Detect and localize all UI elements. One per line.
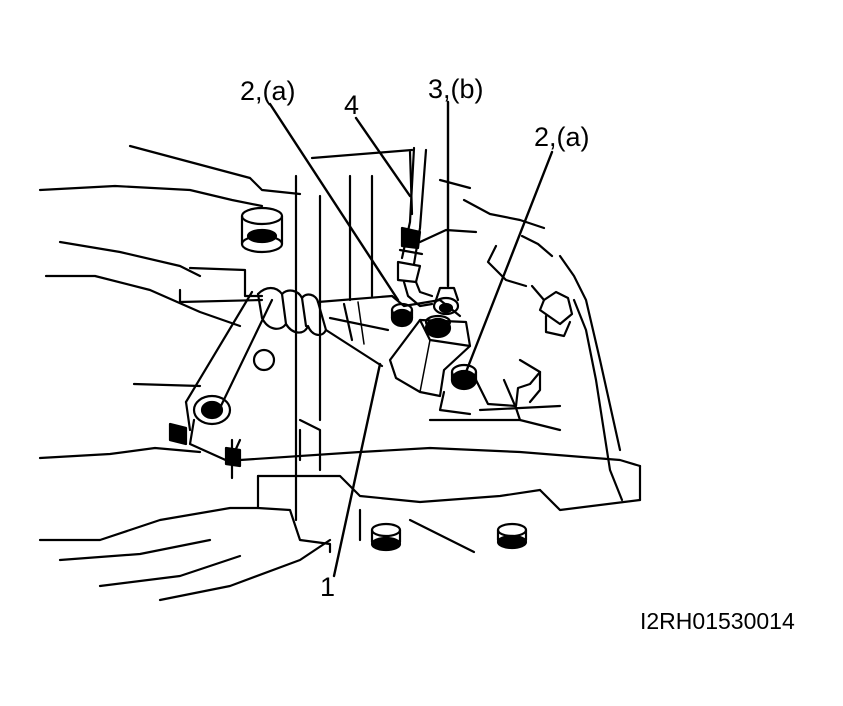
mounting-bolt-left (390, 302, 414, 328)
leader-bolt-right (464, 150, 554, 374)
leader-lines (268, 100, 554, 578)
transmission-housing (38, 144, 642, 602)
housing-boss-small (252, 348, 276, 372)
housing-stud-upper (240, 206, 284, 254)
release-cylinder (256, 286, 472, 398)
leader-pipe (354, 116, 412, 198)
leader-cylinder (332, 362, 382, 578)
bleeder-screw (424, 286, 460, 339)
housing-stud-lower-left (370, 522, 402, 552)
callout-label-cylinder: 1 (320, 572, 336, 602)
leader-bolt-left (268, 102, 400, 302)
callout-label-bolt-left: 2,(a) (240, 76, 296, 106)
figure-id: I2RH01530014 (640, 608, 795, 634)
callout-label-bolt-right: 2,(a) (534, 122, 590, 152)
callout-label-bleeder: 3,(b) (428, 74, 484, 104)
housing-stud-lower-right (496, 522, 528, 550)
clutch-pipe (396, 146, 434, 308)
mounting-bolt-right (438, 363, 542, 416)
release-fork (168, 290, 274, 468)
callout-label-pipe: 4 (344, 90, 360, 120)
